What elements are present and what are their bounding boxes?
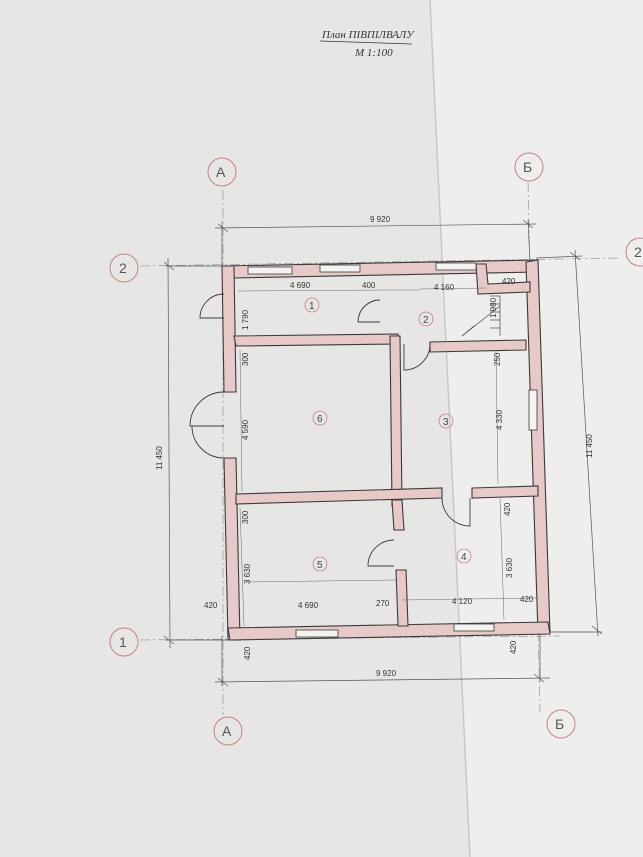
window-top-1 bbox=[247, 266, 293, 275]
room-label-4: 4 bbox=[456, 548, 472, 564]
room-dimension-lines bbox=[237, 287, 537, 627]
door-room6-ext-lower bbox=[191, 425, 225, 459]
window-top-3 bbox=[435, 262, 477, 271]
svg-text:6: 6 bbox=[317, 414, 323, 425]
window-bottom-2 bbox=[453, 623, 495, 632]
room-label-6: 6 bbox=[312, 410, 328, 426]
title-underline bbox=[319, 40, 413, 45]
stairs bbox=[461, 295, 501, 337]
door-room1-room2 bbox=[357, 299, 381, 323]
svg-text:3: 3 bbox=[443, 417, 449, 428]
window-top-2 bbox=[319, 264, 361, 273]
dim-room1-width: 4 690 bbox=[290, 281, 311, 290]
window-bottom-1 bbox=[295, 629, 339, 638]
dim-wall-300-b: 300 bbox=[241, 510, 250, 524]
svg-text:Б: Б bbox=[555, 716, 564, 732]
wall-room5-room4-lower bbox=[395, 569, 409, 627]
dimension-lines bbox=[163, 219, 603, 687]
door-room1-entry bbox=[199, 293, 225, 319]
svg-text:2: 2 bbox=[423, 315, 429, 326]
plan-title: План ПІВПІЛВАЛУ bbox=[321, 29, 415, 41]
svg-text:5: 5 bbox=[317, 560, 323, 571]
dim-overall-width-bottom: 9 920 bbox=[376, 669, 397, 678]
dim-room2-height: 1 980 bbox=[489, 297, 498, 318]
axis-marker-left-bottom: 1 bbox=[109, 627, 139, 657]
svg-text:2: 2 bbox=[119, 260, 127, 276]
svg-text:2: 2 bbox=[634, 244, 642, 260]
windows bbox=[247, 262, 538, 638]
dim-wall-420-mid-right: 420 bbox=[503, 502, 512, 516]
outer-wall-left-upper bbox=[221, 265, 237, 393]
svg-text:А: А bbox=[222, 723, 232, 739]
dim-wall-420-bottom-right: 420 bbox=[520, 595, 534, 604]
axis-marker-right-top: 2 bbox=[625, 237, 643, 267]
dim-room5-height: 3 630 bbox=[243, 563, 252, 584]
dim-wall-420-below-right: 420 bbox=[509, 640, 518, 654]
axis-marker-bottom-right: Б bbox=[546, 709, 576, 739]
dim-wall-250: 250 bbox=[493, 352, 502, 366]
room-labels: 1 2 3 4 5 6 bbox=[304, 297, 472, 572]
dim-overall-height-right: 11 450 bbox=[585, 434, 594, 458]
dim-room3-height: 4 330 bbox=[495, 409, 504, 430]
dim-room5-width: 4 690 bbox=[298, 601, 319, 610]
door-room3 bbox=[403, 343, 431, 371]
dim-wall-420-below-left: 420 bbox=[243, 646, 252, 660]
dim-room4-width: 4 120 bbox=[452, 597, 473, 606]
wall-room6-room3 bbox=[389, 335, 403, 507]
dim-room1-height: 1 790 bbox=[241, 309, 250, 330]
doors bbox=[189, 293, 471, 567]
dim-wall-420-bottom-left: 420 bbox=[204, 601, 218, 610]
paper-fold-line bbox=[429, 0, 471, 857]
wall-room1-room6 bbox=[233, 333, 399, 347]
wall-room2-room3 bbox=[429, 339, 527, 353]
room-label-5: 5 bbox=[312, 556, 328, 572]
dimension-labels: 9 920 9 920 11 450 11 450 4 690 400 4 16… bbox=[155, 215, 594, 678]
axis-marker-left-top: 2 bbox=[109, 253, 139, 283]
wall-room3-room4 bbox=[471, 485, 539, 499]
axis-marker-top-left: А bbox=[207, 157, 237, 187]
dim-wall-270: 270 bbox=[376, 599, 390, 608]
svg-text:1: 1 bbox=[119, 634, 127, 650]
door-room5 bbox=[367, 539, 395, 567]
svg-text:4: 4 bbox=[461, 552, 467, 563]
wall-room5-room4 bbox=[391, 499, 405, 531]
door-room4 bbox=[441, 497, 471, 527]
axis-marker-bottom-left: А bbox=[213, 716, 243, 746]
room-label-1: 1 bbox=[304, 297, 320, 313]
dim-wall-300-a: 300 bbox=[241, 352, 250, 366]
door-room6-ext-upper bbox=[189, 391, 225, 427]
window-right bbox=[528, 389, 538, 431]
room-label-2: 2 bbox=[418, 311, 434, 327]
dim-wall-420-top-right: 420 bbox=[502, 277, 516, 286]
svg-text:Б: Б bbox=[523, 159, 532, 175]
stair-wall bbox=[475, 263, 531, 295]
dim-overall-width-top: 9 920 bbox=[370, 215, 391, 224]
axis-marker-top-right: Б bbox=[514, 152, 544, 182]
room-label-3: 3 bbox=[438, 413, 454, 429]
svg-text:1: 1 bbox=[309, 301, 315, 312]
dim-room6-height: 4 590 bbox=[241, 419, 250, 440]
dim-overall-height-left: 11 450 bbox=[155, 446, 164, 470]
dim-room2-width: 4 160 bbox=[434, 283, 455, 292]
dim-wall-400: 400 bbox=[362, 281, 376, 290]
plan-scale: М 1:100 bbox=[354, 47, 393, 59]
svg-text:А: А bbox=[216, 164, 226, 180]
dim-room4-height: 3 630 bbox=[505, 557, 514, 578]
